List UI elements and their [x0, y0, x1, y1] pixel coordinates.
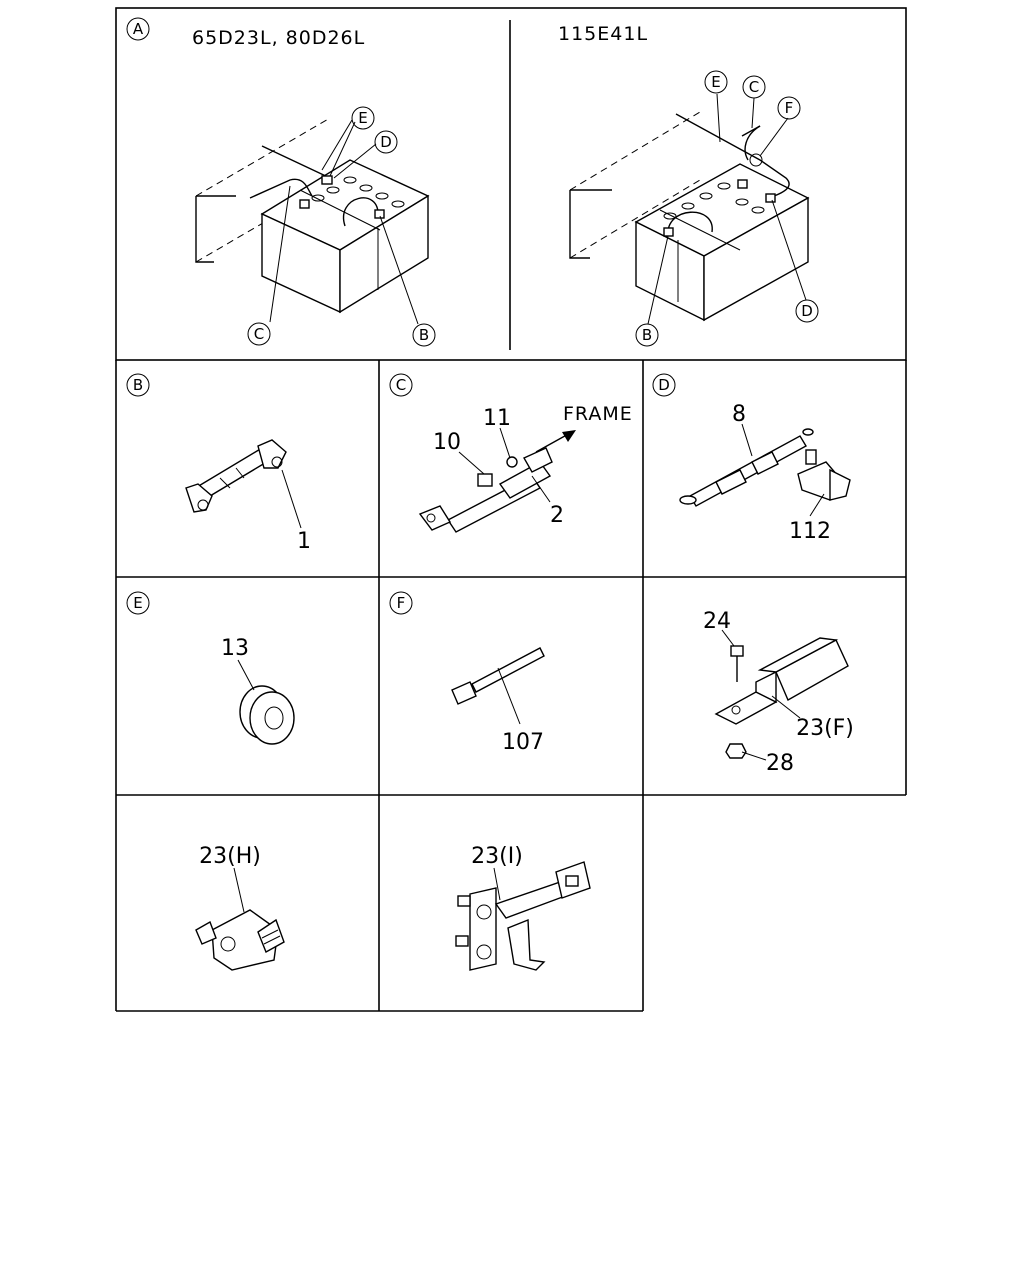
part-number-28: 28 — [766, 751, 794, 776]
part-number-1: 1 — [297, 529, 311, 554]
leader-part-11 — [499, 427, 511, 459]
svg-text:C: C — [396, 376, 406, 394]
part-number-8: 8 — [732, 402, 746, 427]
callout-b-left: B — [412, 323, 436, 347]
part-number-112: 112 — [789, 519, 831, 544]
svg-text:B: B — [419, 326, 429, 344]
leader-part-24 — [721, 629, 735, 647]
panel-b-letter: B — [126, 373, 150, 397]
cable-and-clamp-illustration — [679, 428, 851, 507]
leader-part-13 — [237, 659, 255, 691]
callout-f-right: F — [777, 96, 801, 120]
panel-c-letter: C — [389, 373, 413, 397]
part-number-23f: 23(F) — [796, 716, 854, 741]
svg-text:A: A — [133, 20, 144, 38]
callout-d-left: D — [374, 130, 398, 154]
leader-part-1 — [281, 469, 302, 529]
bracket-i-illustration — [455, 861, 591, 971]
svg-text:D: D — [801, 302, 813, 320]
leader-part-112 — [809, 493, 825, 517]
panel-bracket-h: 23(H) — [195, 844, 285, 971]
leader-part-10 — [458, 451, 485, 475]
leader-part-23i — [493, 867, 501, 901]
panel-e: E 13 — [126, 591, 295, 745]
panel-bracket-f: 24 23(F) 28 — [703, 609, 854, 776]
part-number-23h: 23(H) — [199, 844, 261, 869]
leader-part-28 — [741, 751, 767, 761]
svg-text:C: C — [254, 325, 264, 343]
part-number-23i: 23(I) — [471, 844, 523, 869]
callout-c-right: C — [742, 75, 766, 99]
svg-text:B: B — [642, 326, 652, 344]
svg-text:D: D — [380, 133, 392, 151]
panel-d-letter: D — [652, 373, 676, 397]
callout-d-right: D — [795, 299, 819, 323]
svg-text:E: E — [711, 73, 720, 91]
leader-part-23h — [233, 867, 245, 913]
svg-text:C: C — [749, 78, 759, 96]
leader-part-23f — [771, 695, 801, 719]
cable-tie-illustration — [451, 647, 545, 705]
bracket-f-illustration — [714, 637, 849, 759]
panel-b: B 1 — [126, 373, 311, 554]
bracket-h-illustration — [195, 909, 285, 971]
part-number-11: 11 — [483, 406, 511, 431]
panel-a: A 65D23L, 80D26L 115E41L — [126, 17, 819, 347]
part-number-2: 2 — [550, 503, 564, 528]
battery-pair-right — [569, 93, 810, 325]
panel-f-letter: F — [389, 591, 413, 615]
svg-text:F: F — [397, 594, 406, 612]
leader-part-2 — [531, 475, 551, 503]
panel-c: C FRAME 10 11 2 — [389, 373, 633, 533]
callout-c-left: C — [247, 322, 271, 346]
svg-text:B: B — [133, 376, 143, 394]
battery-pair-left — [195, 117, 430, 325]
ground-cable-illustration — [418, 447, 553, 533]
battery-type-left: 65D23L, 80D26L — [192, 27, 365, 49]
part-number-10: 10 — [433, 430, 461, 455]
grommet-illustration — [239, 685, 295, 745]
panel-d: D 8 112 — [652, 373, 851, 544]
frame-direction-label: FRAME — [563, 403, 633, 425]
panel-f: F 107 — [389, 591, 545, 755]
svg-text:E: E — [133, 594, 142, 612]
svg-text:E: E — [358, 109, 367, 127]
part-number-13: 13 — [221, 636, 249, 661]
callout-e-right: E — [704, 70, 728, 94]
leader-part-107 — [497, 667, 521, 725]
frame-direction-arrow — [535, 430, 576, 453]
battery-type-right: 115E41L — [558, 23, 648, 45]
svg-text:D: D — [658, 376, 670, 394]
part-number-107: 107 — [502, 730, 544, 755]
callout-e-left: E — [351, 106, 375, 130]
panel-e-letter: E — [126, 591, 150, 615]
leader-part-8 — [741, 423, 753, 457]
grid-frame — [115, 7, 907, 1012]
panel-bracket-i: 23(I) — [455, 844, 591, 971]
part-number-24: 24 — [703, 609, 731, 634]
callout-b-right: B — [635, 323, 659, 347]
battery-cable-illustration — [185, 439, 287, 513]
panel-a-letter: A — [126, 17, 150, 41]
svg-text:F: F — [785, 99, 794, 117]
